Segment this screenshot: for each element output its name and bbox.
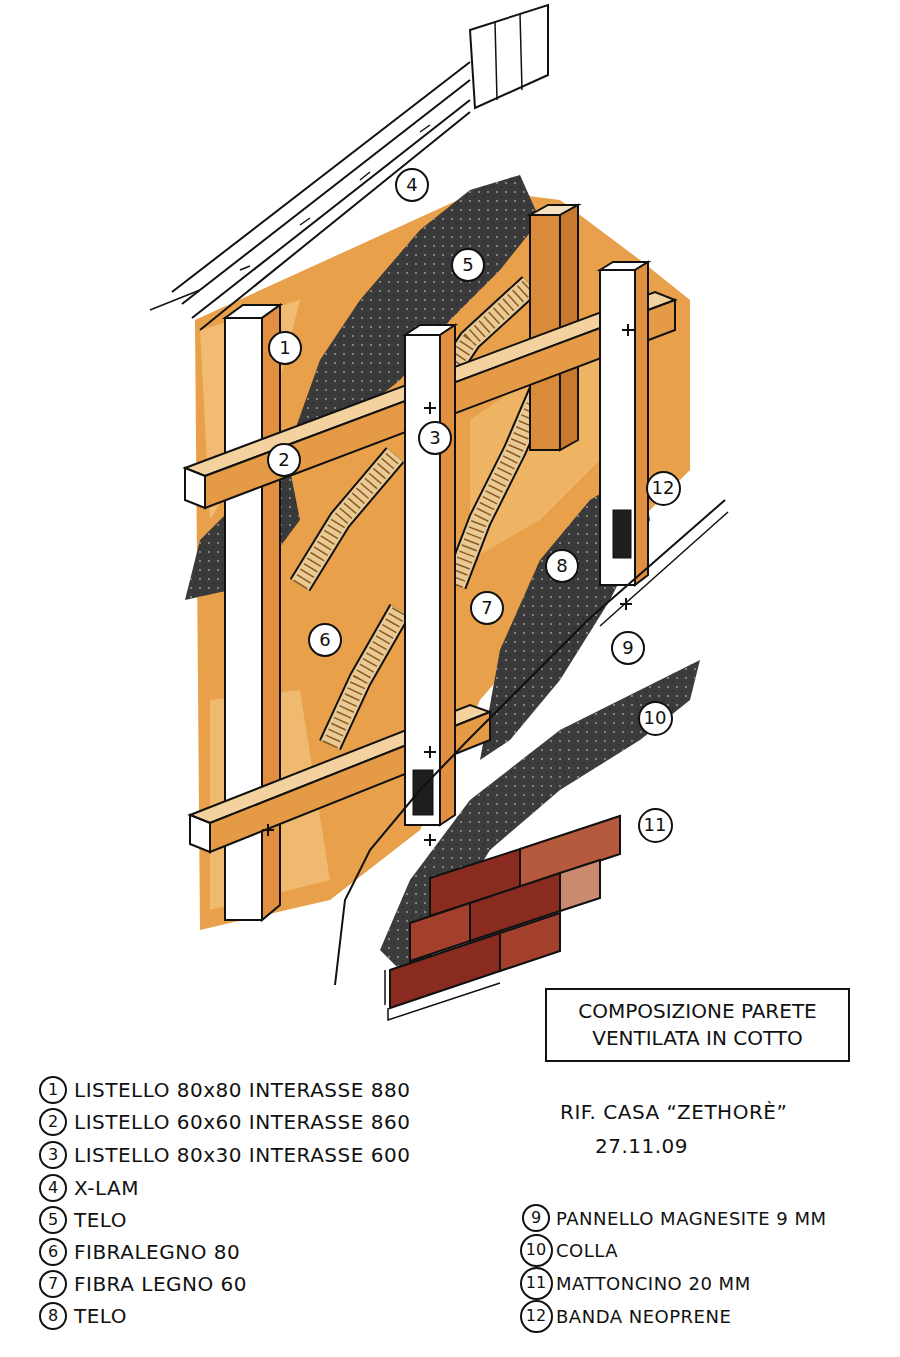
callout-number: 7	[470, 591, 504, 625]
callout-number: 1	[39, 1076, 67, 1104]
reference-note: 27.11.09	[595, 1134, 688, 1158]
callout-text: 4	[406, 176, 417, 194]
legend-item-text: COLLA	[556, 1240, 618, 1261]
callout-text: 10	[644, 709, 667, 727]
legend-item-text: FIBRA LEGNO 60	[74, 1272, 247, 1296]
callout-number: 1	[268, 331, 302, 365]
callout-text: 5	[462, 256, 473, 274]
legend-item-text: X-LAM	[74, 1176, 139, 1200]
callout-text: 9	[622, 639, 633, 657]
callout-text: 12	[526, 1308, 546, 1324]
callout-text: 4	[48, 1180, 58, 1196]
legend-item-text: BANDA NEOPRENE	[556, 1306, 731, 1327]
callout-text: 6	[319, 631, 330, 649]
callout-text: 2	[48, 1114, 58, 1130]
legend-item-text: LISTELLO 60x60 INTERASSE 860	[74, 1110, 410, 1134]
callout-text: 7	[48, 1276, 58, 1292]
callout-number: 4	[39, 1174, 67, 1202]
callout-text: 1	[48, 1082, 58, 1098]
callout-text: 8	[556, 557, 567, 575]
callout-text: 7	[481, 599, 492, 617]
callout-text: 9	[531, 1210, 541, 1226]
legend-item-text: FIBRALEGNO 80	[74, 1240, 240, 1264]
callout-number: 3	[39, 1141, 67, 1169]
callout-number: 5	[451, 248, 485, 282]
callout-text: 8	[48, 1308, 58, 1324]
callout-text: 10	[526, 1242, 546, 1258]
callout-number: 3	[418, 421, 452, 455]
callout-text: 11	[526, 1275, 546, 1291]
callout-number: 2	[39, 1108, 67, 1136]
callout-number: 6	[39, 1238, 67, 1266]
legend-item-text: TELO	[74, 1304, 127, 1328]
callout-number: 10	[520, 1234, 553, 1267]
callout-number: 8	[545, 549, 579, 583]
callout-text: 1	[279, 339, 290, 357]
title-box: COMPOSIZIONE PARETE VENTILATA IN COTTO	[545, 988, 850, 1062]
callout-number: 11	[520, 1267, 553, 1300]
callout-number: 9	[611, 631, 645, 665]
callout-number: 7	[39, 1270, 67, 1298]
callout-number: 4	[395, 168, 429, 202]
callout-text: 2	[278, 451, 289, 469]
legend-item-text: PANNELLO MAGNESITE 9 MM	[556, 1208, 827, 1229]
callout-number: 6	[308, 623, 342, 657]
callout-text: 6	[48, 1244, 58, 1260]
callout-number: 9	[522, 1204, 550, 1232]
legend-item-text: LISTELLO 80x80 INTERASSE 880	[74, 1078, 410, 1102]
callout-text: 5	[48, 1212, 58, 1228]
legend-item-text: LISTELLO 80x30 INTERASSE 600	[74, 1143, 410, 1167]
callout-number: 10	[638, 701, 673, 736]
callout-number: 12	[520, 1300, 553, 1333]
callout-text: 3	[429, 429, 440, 447]
callout-number: 2	[267, 443, 301, 477]
callout-number: 8	[39, 1302, 67, 1330]
legend-item-text: MATTONCINO 20 MM	[556, 1273, 751, 1294]
callout-number: 5	[39, 1206, 67, 1234]
callout-text: 3	[48, 1147, 58, 1163]
callout-text: 11	[644, 816, 667, 834]
callout-text: 12	[652, 479, 675, 497]
reference-note: RIF. CASA “ZETHORÈ”	[560, 1100, 787, 1124]
legend-item-text: TELO	[74, 1208, 127, 1232]
callout-number: 12	[646, 471, 681, 506]
callout-number: 11	[638, 808, 673, 843]
